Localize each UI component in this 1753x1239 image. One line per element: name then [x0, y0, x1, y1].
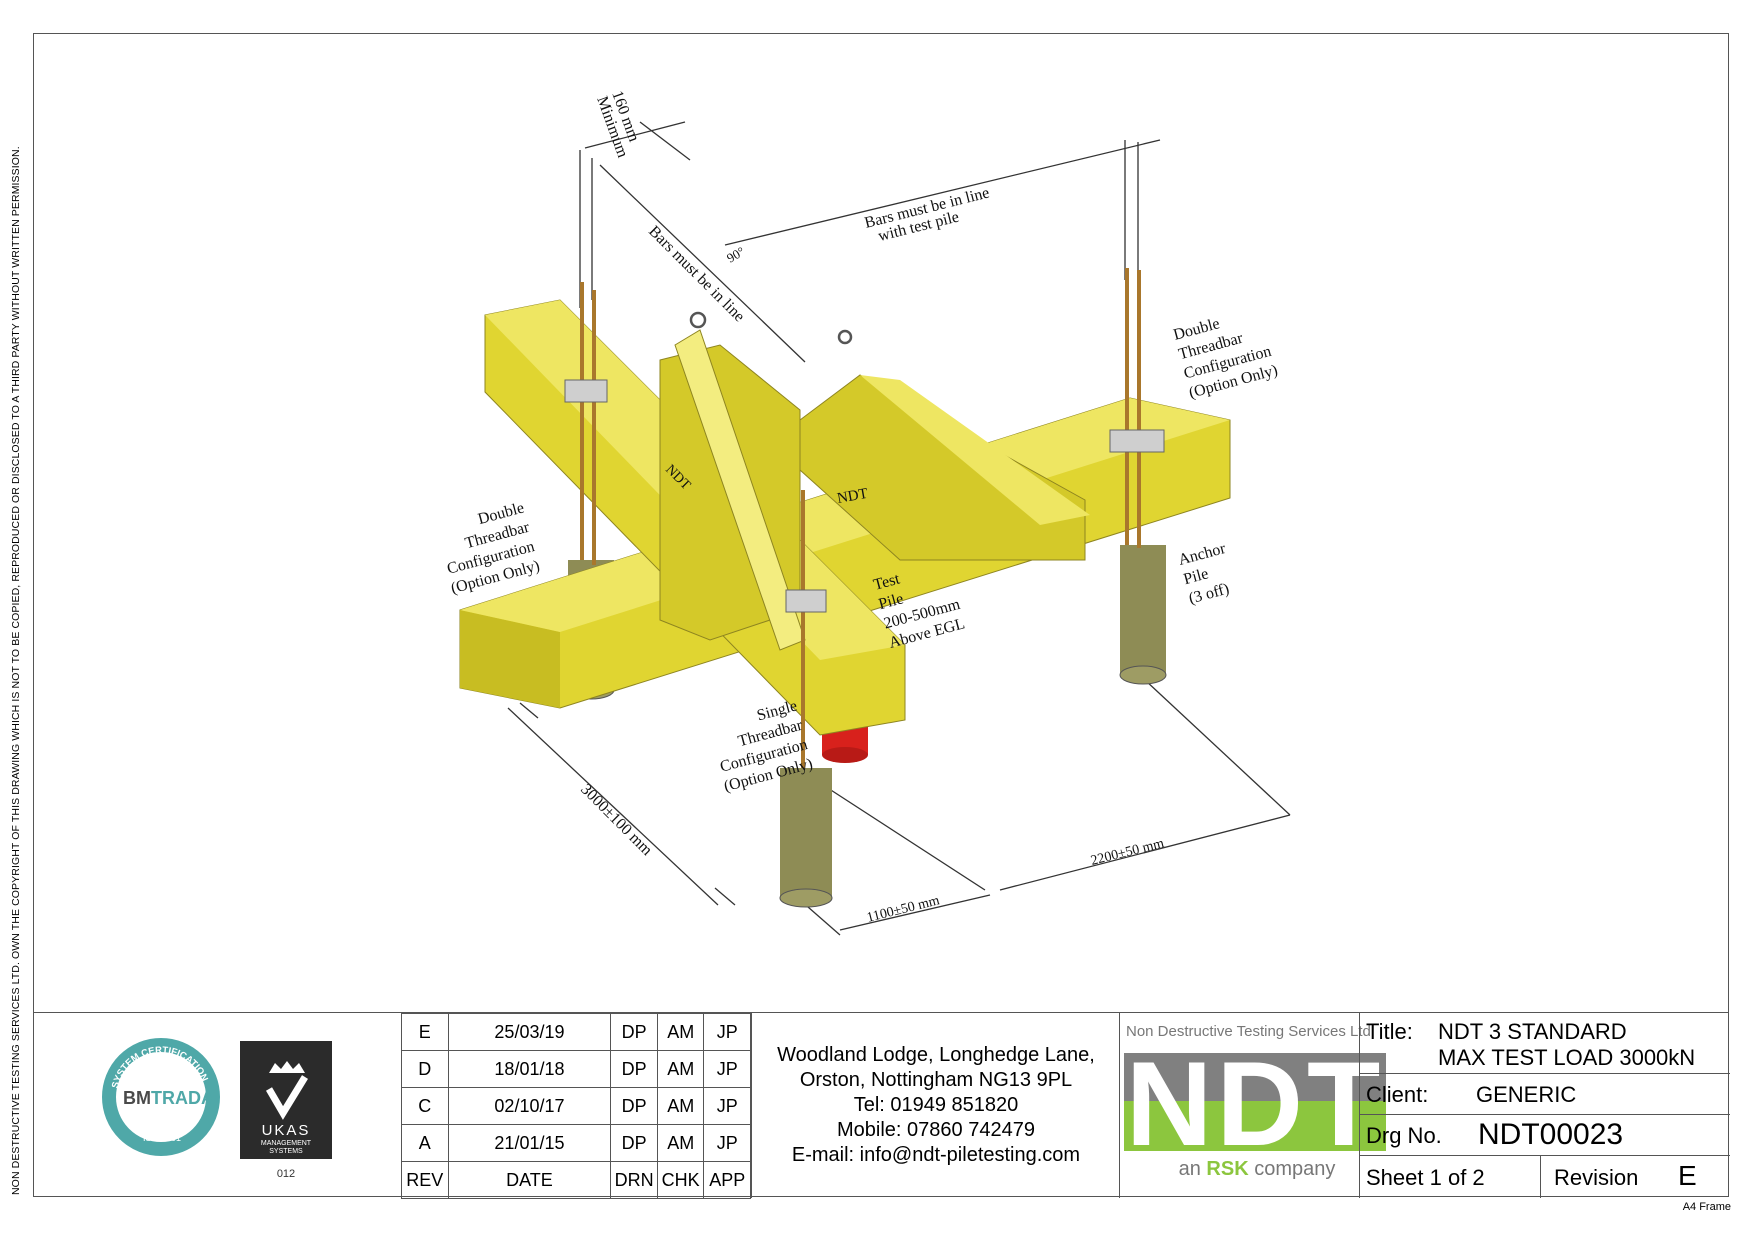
revision-label: Revision [1554, 1165, 1639, 1190]
revision-table: E 25/03/19 DP AM JP D 18/01/18 DP AM JP … [401, 1013, 751, 1199]
test-pile-1: Test [872, 570, 902, 593]
ndt-logo-graphic: NDT [1124, 1053, 1386, 1153]
bm-name-1: BM [123, 1088, 151, 1108]
revision-row: A 21/01/15 DP AM JP [401, 1124, 751, 1162]
ukas-number: 012 [277, 1168, 295, 1180]
drg-label: Drg No. [1366, 1123, 1442, 1148]
rsk-tagline: an RSK company [1120, 1158, 1394, 1181]
bm-name-2: TRADA [151, 1088, 214, 1108]
bm-trada-logo: SYSTEM CERTIFICATION BM TRADA ISO 9001 [102, 1038, 220, 1156]
date-cell: 18/01/18 [447, 1050, 612, 1088]
ndt-logo-text: NDT [1126, 1053, 1385, 1153]
address-tel: Tel: 01949 851820 [853, 1094, 1019, 1116]
revision-row: D 18/01/18 DP AM JP [401, 1050, 751, 1088]
date-header: DATE [447, 1161, 612, 1199]
title-label: Title: [1366, 1019, 1413, 1044]
client-label: Client: [1366, 1082, 1429, 1107]
date-cell: 02/10/17 [447, 1087, 612, 1125]
title-line-2: MAX TEST LOAD 3000kN [1438, 1045, 1696, 1070]
drg-value: NDT00023 [1478, 1118, 1624, 1151]
certification-logos: SYSTEM CERTIFICATION BM TRADA ISO 9001 U… [102, 1038, 332, 1180]
dim-3000: 3000±100 mm [577, 781, 656, 860]
ukas-text: UKAS [262, 1122, 311, 1139]
drn-cell: DP [610, 1050, 658, 1088]
check-icon [265, 1075, 308, 1120]
app-cell: JP [703, 1050, 751, 1088]
address-email: E-mail: info@ndt-piletesting.com [791, 1144, 1081, 1166]
rev-cell: D [401, 1050, 449, 1088]
test-pile-2: Pile [877, 590, 905, 613]
sheet-label: Sheet 1 of 2 [1366, 1165, 1485, 1190]
address-line-1: Woodland Lodge, Longhedge Lane, [777, 1044, 1095, 1066]
sheet-divider [1540, 1156, 1541, 1198]
revision-value: E [1678, 1160, 1697, 1191]
sheet-row: Sheet 1 of 2 Revision E [1360, 1156, 1730, 1198]
tagline-rsk: RSK [1206, 1158, 1249, 1180]
revision-row: E 25/03/19 DP AM JP [401, 1013, 751, 1051]
ukas-systems: SYSTEMS [269, 1148, 303, 1155]
client-row: Client: GENERIC [1360, 1074, 1730, 1115]
dim-2200: 2200±50 mm [1089, 836, 1165, 869]
chk-cell: AM [656, 1050, 705, 1088]
anchor-2: Pile [1182, 565, 1210, 588]
revision-row: C 02/10/17 DP AM JP [401, 1087, 751, 1125]
title-block: SYSTEM CERTIFICATION BM TRADA ISO 9001 U… [33, 1012, 1730, 1199]
chk-header: CHK [656, 1161, 705, 1199]
app-cell: JP [703, 1013, 751, 1051]
tagline-company: company [1254, 1158, 1336, 1180]
rev-cell: C [401, 1087, 449, 1125]
title-row: Title: NDT 3 STANDARD MAX TEST LOAD 3000… [1360, 1013, 1730, 1074]
ukas-logo: UKAS MANAGEMENT SYSTEMS 012 [240, 1041, 332, 1180]
frame-label: A4 Frame [1682, 1201, 1731, 1213]
crown-icon [269, 1061, 305, 1073]
date-cell: 25/03/19 [447, 1013, 612, 1051]
anchor-1: Anchor [1177, 540, 1228, 569]
drn-header: DRN [610, 1161, 658, 1199]
angle-90: 90° [724, 244, 747, 266]
drn-cell: DP [610, 1124, 658, 1162]
title-line-1: NDT 3 STANDARD [1438, 1019, 1627, 1044]
pile-test-drawing: 160 mm Minimum Bars must be in line with… [445, 89, 1291, 936]
dim-1100: 1100±50 mm [865, 893, 941, 926]
app-header: APP [703, 1161, 751, 1199]
revision-header: REV DATE DRN CHK APP [401, 1161, 751, 1199]
app-cell: JP [703, 1087, 751, 1125]
anchor-pile-right [1119, 545, 1167, 685]
address-line-2: Orston, Nottingham NG13 9PL [799, 1069, 1073, 1091]
client-value: GENERIC [1476, 1082, 1577, 1107]
rev-header: REV [401, 1161, 449, 1199]
drn-cell: DP [610, 1013, 658, 1051]
tagline-an: an [1178, 1158, 1201, 1180]
rev-cell: E [401, 1013, 449, 1051]
chk-cell: AM [656, 1124, 705, 1162]
bars-inline-diag: Bars must be in line [645, 223, 748, 326]
rev-cell: A [401, 1124, 449, 1162]
chk-cell: AM [656, 1013, 705, 1051]
ndt-mark-2: NDT [836, 486, 869, 507]
date-cell: 21/01/15 [447, 1124, 612, 1162]
bm-iso: ISO 9001 [143, 1133, 181, 1143]
address-mobile: Mobile: 07860 742479 [837, 1119, 1035, 1141]
drn-cell: DP [610, 1087, 658, 1125]
ndt-logo-block: Non Destructive Testing Services Ltd NDT… [1119, 1013, 1394, 1198]
drg-row: Drg No. NDT00023 [1360, 1115, 1730, 1156]
company-address: Woodland Lodge, Longhedge Lane, Orston, … [751, 1013, 1120, 1198]
anchor-pile-front [779, 768, 833, 908]
main-beam-right [799, 374, 1090, 561]
app-cell: JP [703, 1124, 751, 1162]
drawing-info: Title: NDT 3 STANDARD MAX TEST LOAD 3000… [1359, 1013, 1730, 1198]
ukas-management: MANAGEMENT [261, 1140, 312, 1147]
drawing-frame [33, 33, 1729, 1197]
company-name: Non Destructive Testing Services Ltd [1126, 1023, 1371, 1040]
chk-cell: AM [656, 1087, 705, 1125]
